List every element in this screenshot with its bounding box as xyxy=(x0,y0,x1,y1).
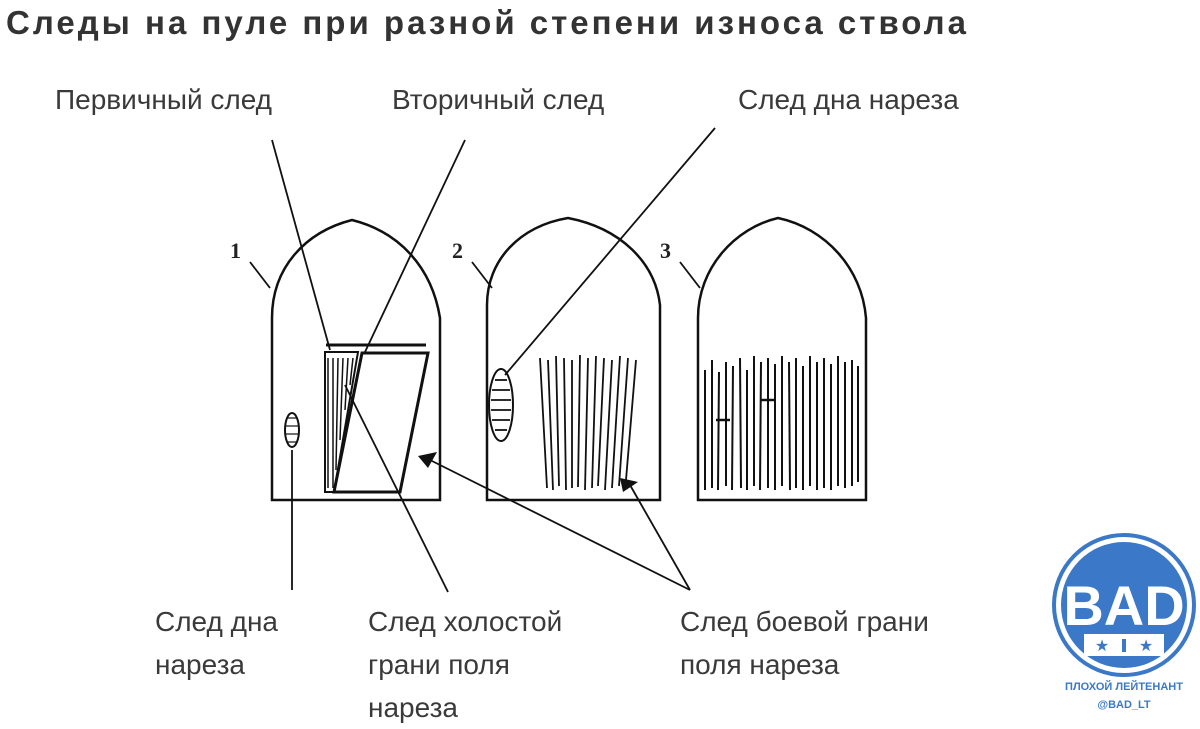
watermark-logo: BAD ★ ★ xyxy=(1052,533,1196,677)
label-line: нареза xyxy=(155,649,245,680)
label-secondary-trace: Вторичный след xyxy=(392,84,605,115)
bullet-number-1: 1 xyxy=(230,238,241,263)
bullet-2-traces xyxy=(488,354,637,491)
bullet-number-3: 3 xyxy=(660,238,671,263)
bullet-3-outline xyxy=(696,216,868,502)
svg-text:★: ★ xyxy=(1139,638,1153,655)
label-groove-bottom-top: След дна нареза xyxy=(738,84,959,115)
label-line: нареза xyxy=(368,692,458,723)
arrowhead xyxy=(418,452,437,468)
label-line: След боевой грани xyxy=(680,606,929,637)
watermark-logo-text: BAD xyxy=(1063,574,1184,637)
watermark-caption: ПЛОХОЙ ЛЕЙТЕНАНТ xyxy=(1065,681,1183,693)
leader-lines xyxy=(249,127,716,593)
watermark-handle: @BAD_LT xyxy=(1097,699,1151,711)
label-primary-trace: Первичный след xyxy=(55,84,273,115)
label-line: След дна xyxy=(155,606,279,637)
arrowheads xyxy=(418,452,638,492)
bullet-1-traces xyxy=(284,343,430,494)
bullet-3-traces xyxy=(704,356,859,491)
label-line: След холостой xyxy=(368,606,563,637)
arrowhead xyxy=(620,478,638,492)
bullet-2-outline xyxy=(485,216,662,502)
label-groove-bottom-bottom: След дна нареза xyxy=(155,600,278,686)
diagram-title: Следы на пуле при разной степени износа … xyxy=(6,4,969,41)
label-line: поля нареза xyxy=(680,649,840,680)
label-line: грани поля xyxy=(368,649,510,680)
label-idle-edge: След холостой грани поля нареза xyxy=(368,600,562,729)
bullet-1-outline xyxy=(270,218,442,502)
svg-text:★: ★ xyxy=(1095,638,1109,655)
bullet-number-2: 2 xyxy=(452,238,463,263)
label-combat-edge: След боевой грани поля нареза xyxy=(680,600,929,686)
